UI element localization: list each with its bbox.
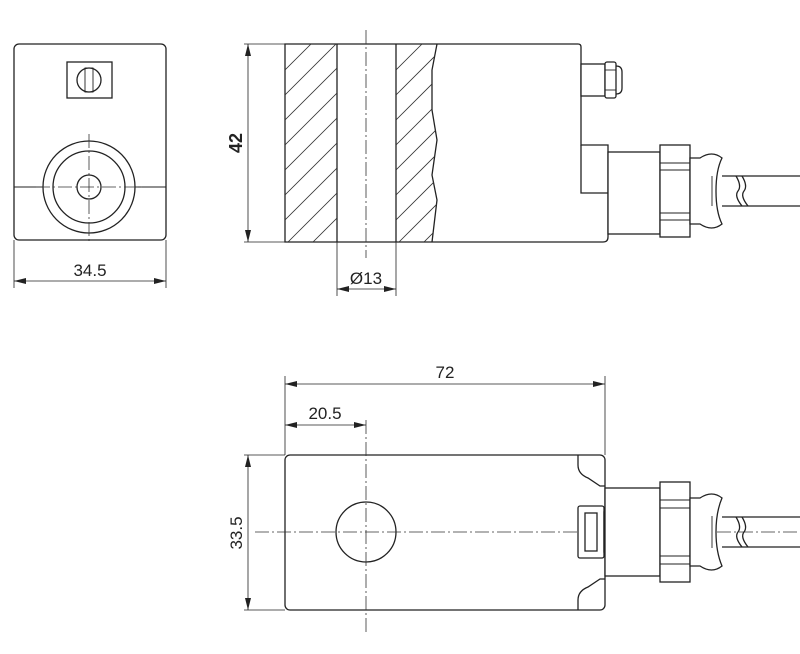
hatch-left [285,44,337,242]
cable-gland-side [607,144,800,238]
dim-height: 42 [226,133,246,153]
dim-total-length: 72 [436,363,455,382]
dim-depth: 33.5 [227,516,246,549]
front-view: 34.5 [13,43,167,288]
hatch-right [396,44,437,242]
section-view: 42 Ø13 [226,30,800,296]
dim-bore-diameter: Ø13 [350,269,382,288]
top-view: 72 20.5 33.5 [227,363,800,632]
connector-top [577,455,800,610]
dim-coil-width: 34.5 [73,261,106,280]
dim-bore-offset: 20.5 [308,404,341,423]
connector-screw [580,61,623,99]
